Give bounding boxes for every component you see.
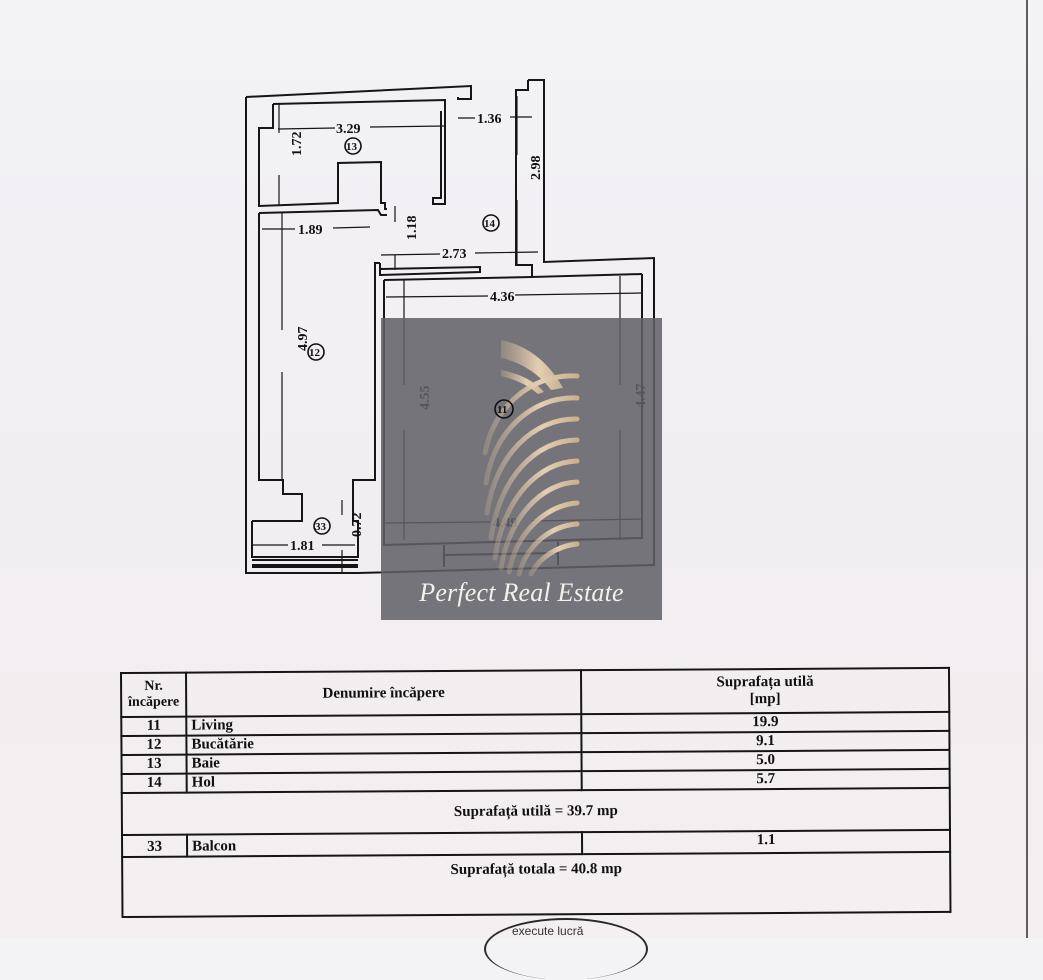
room-number: 12 — [121, 735, 187, 755]
dim-kitchen-height: 4.97 — [296, 327, 311, 352]
room-area: 5.0 — [581, 749, 950, 772]
dim-bath-width: 3.29 — [336, 122, 361, 137]
room-label-12: 12 — [309, 347, 321, 359]
official-stamp: execute lucră — [484, 918, 648, 980]
room-name: Bucătărie — [186, 733, 582, 755]
header-unit-label: [mp] — [749, 690, 781, 708]
room-area: 9.1 — [581, 730, 950, 753]
header-area: Suprafața utilă [mp] — [580, 667, 950, 715]
room-name: Baie — [186, 752, 582, 774]
room-number: 14 — [121, 773, 187, 793]
paper-edge — [1026, 0, 1028, 938]
room-label-11: 11 — [497, 404, 507, 416]
dim-hall-top: 1.36 — [477, 112, 502, 127]
brand-name: Perfect Real Estate — [419, 578, 624, 607]
grand-total: Suprafață totala = 40.8 mp — [122, 851, 951, 917]
room-area: 1.1 — [581, 829, 951, 855]
header-area-label: Suprafața utilă — [716, 673, 814, 691]
dim-passage: 1.18 — [405, 216, 420, 241]
header-incapere-label: încăpere — [128, 694, 180, 710]
room-area-table: Nr. încăpere Denumire încăpere Suprafața… — [120, 667, 952, 930]
header-room-number: Nr. încăpere — [121, 672, 187, 717]
header-nr-label: Nr. — [144, 678, 163, 694]
dim-balcony-depth: 0.72 — [350, 513, 365, 538]
dim-kitchen-top: 1.89 — [298, 223, 323, 238]
room-number: 11 — [121, 716, 187, 736]
room-label-33: 33 — [315, 521, 327, 533]
brand-logo-icon: 11 — [482, 340, 580, 577]
grand-total-row: Suprafață totala = 40.8 mp — [122, 851, 951, 917]
useful-area-total: Suprafață utilă = 39.7 mp — [121, 787, 950, 835]
room-name: Balcon — [186, 832, 583, 857]
room-number: 33 — [121, 834, 188, 857]
room-number: 13 — [121, 754, 187, 774]
dim-hall-width: 2.73 — [442, 247, 467, 262]
dim-living-top: 4.36 — [490, 290, 515, 305]
room-name: Living — [186, 714, 582, 736]
dim-bath-height: 1.72 — [290, 132, 305, 157]
room-area: 19.9 — [581, 711, 950, 734]
room-name: Hol — [186, 771, 582, 793]
room-area: 5.7 — [581, 768, 950, 791]
header-room-name: Denumire încăpere — [186, 670, 582, 717]
dim-hall-height: 2.98 — [529, 156, 544, 181]
table-header-row: Nr. încăpere Denumire încăpere Suprafața… — [121, 667, 950, 717]
stamp-text: execute lucră — [512, 924, 584, 938]
room-label-13: 13 — [346, 141, 358, 153]
floor-plan: 3.29 1.36 1.72 2.98 1.89 1.18 2.73 4.36 … — [245, 79, 662, 620]
watermark-overlay: 11 Perfect Real Estate — [381, 318, 662, 620]
useful-area-total-row: Suprafață utilă = 39.7 mp — [121, 787, 950, 835]
room-label-14: 14 — [484, 218, 496, 230]
dim-balcony-width: 1.81 — [290, 539, 315, 554]
